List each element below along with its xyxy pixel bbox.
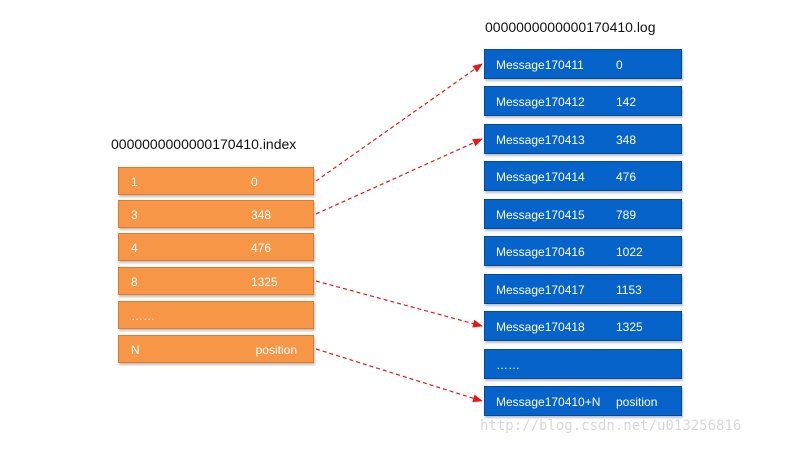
index-key: 3 — [131, 208, 138, 222]
index-row: 1 0 — [118, 167, 314, 195]
log-message: Message170414 — [496, 170, 585, 184]
log-offset: 1325 — [616, 320, 643, 334]
log-row: Message170418 1325 — [484, 311, 682, 341]
index-key: N — [131, 343, 140, 357]
log-file-title: 0000000000000170410.log — [485, 19, 656, 35]
log-row: Message170414 476 — [484, 161, 682, 191]
pointer-arrow — [315, 138, 483, 215]
pointer-arrow — [315, 348, 483, 403]
log-message: Message170415 — [496, 208, 585, 222]
log-offset: 476 — [616, 170, 637, 184]
log-row: Message170415 789 — [484, 199, 682, 229]
log-message: Message170411 — [496, 58, 584, 72]
log-row: Message170411 0 — [484, 49, 682, 79]
log-message: Message170412 — [496, 95, 585, 109]
log-row: Message170410+N position — [484, 386, 682, 416]
log-row: …… — [484, 349, 682, 379]
log-offset: 789 — [616, 208, 637, 222]
log-offset: 142 — [616, 95, 637, 109]
log-offset: 348 — [616, 133, 637, 147]
index-position: 0 — [251, 175, 258, 189]
index-row: 4 476 — [118, 233, 314, 261]
index-position: 476 — [251, 241, 272, 255]
pointer-arrow — [315, 280, 483, 328]
index-position: position — [255, 343, 297, 357]
log-message: Message170413 — [496, 133, 585, 147]
log-message: Message170418 — [496, 320, 585, 334]
log-offset: 1153 — [616, 283, 642, 297]
index-row: 3 348 — [118, 200, 314, 228]
log-row: Message170416 1022 — [484, 236, 682, 266]
log-offset: 0 — [616, 58, 623, 72]
log-message: Message170417 — [496, 283, 585, 297]
index-position: 1325 — [251, 275, 278, 289]
index-key: …… — [131, 309, 155, 323]
log-offset: 1022 — [616, 245, 643, 259]
index-key: 1 — [131, 175, 138, 189]
index-key: 4 — [131, 241, 138, 255]
log-message: Message170410+N — [496, 395, 601, 409]
index-key: 8 — [131, 275, 138, 289]
index-row: …… — [118, 301, 314, 329]
index-row: 8 1325 — [118, 267, 314, 295]
log-message: Message170416 — [496, 245, 585, 259]
index-file-title: 0000000000000170410.index — [111, 136, 297, 152]
index-row: N position — [118, 335, 314, 363]
log-row: Message170417 1153 — [484, 274, 682, 304]
log-row: Message170412 142 — [484, 86, 682, 116]
log-message: …… — [496, 358, 520, 372]
log-row: Message170413 348 — [484, 124, 682, 154]
watermark-text: http://blog.csdn.net/u013256816 — [480, 418, 742, 434]
log-offset: position — [616, 395, 658, 409]
index-position: 348 — [251, 208, 272, 222]
pointer-arrow — [315, 63, 483, 182]
